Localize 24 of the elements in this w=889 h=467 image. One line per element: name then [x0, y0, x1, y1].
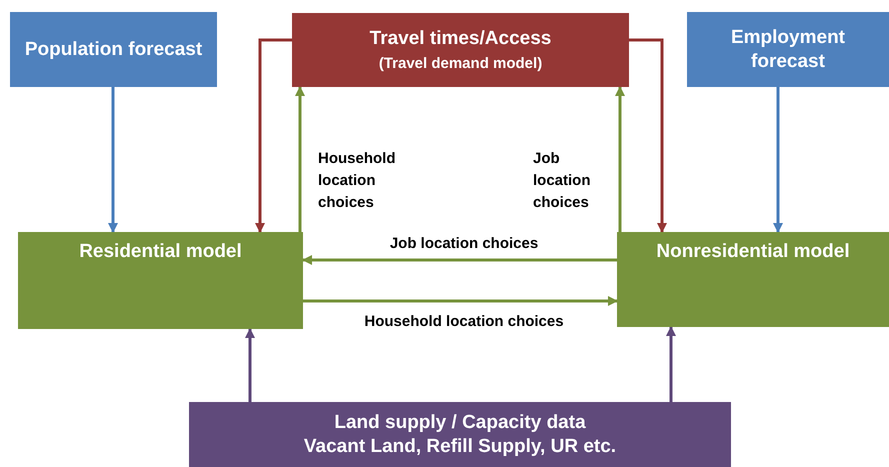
box-title: Population forecast — [24, 38, 204, 62]
arrow — [773, 87, 783, 233]
model-box — [10, 12, 217, 87]
arrow — [295, 86, 305, 232]
arrow — [245, 328, 255, 402]
arrow — [615, 86, 625, 232]
box-title: Employment forecast — [730, 26, 846, 74]
model-box — [687, 12, 889, 87]
box-title: Land supply / Capacity data — [333, 410, 587, 434]
box-title: Residential model — [78, 240, 243, 264]
box-subtitle: (Travel demand model) — [378, 54, 544, 74]
arrow — [629, 38, 667, 233]
arrow — [255, 38, 292, 233]
model-box — [292, 13, 629, 87]
box-title: Travel times/Access — [368, 26, 552, 50]
model-box — [617, 232, 889, 327]
model-box — [189, 402, 731, 467]
arrow — [302, 255, 617, 265]
arrow — [303, 296, 618, 306]
box-subtitle: Vacant Land, Refill Supply, UR etc. — [302, 434, 618, 458]
model-box — [18, 232, 303, 329]
arrow — [666, 326, 676, 402]
arrow — [108, 87, 118, 233]
box-title: Nonresidential model — [655, 240, 851, 264]
